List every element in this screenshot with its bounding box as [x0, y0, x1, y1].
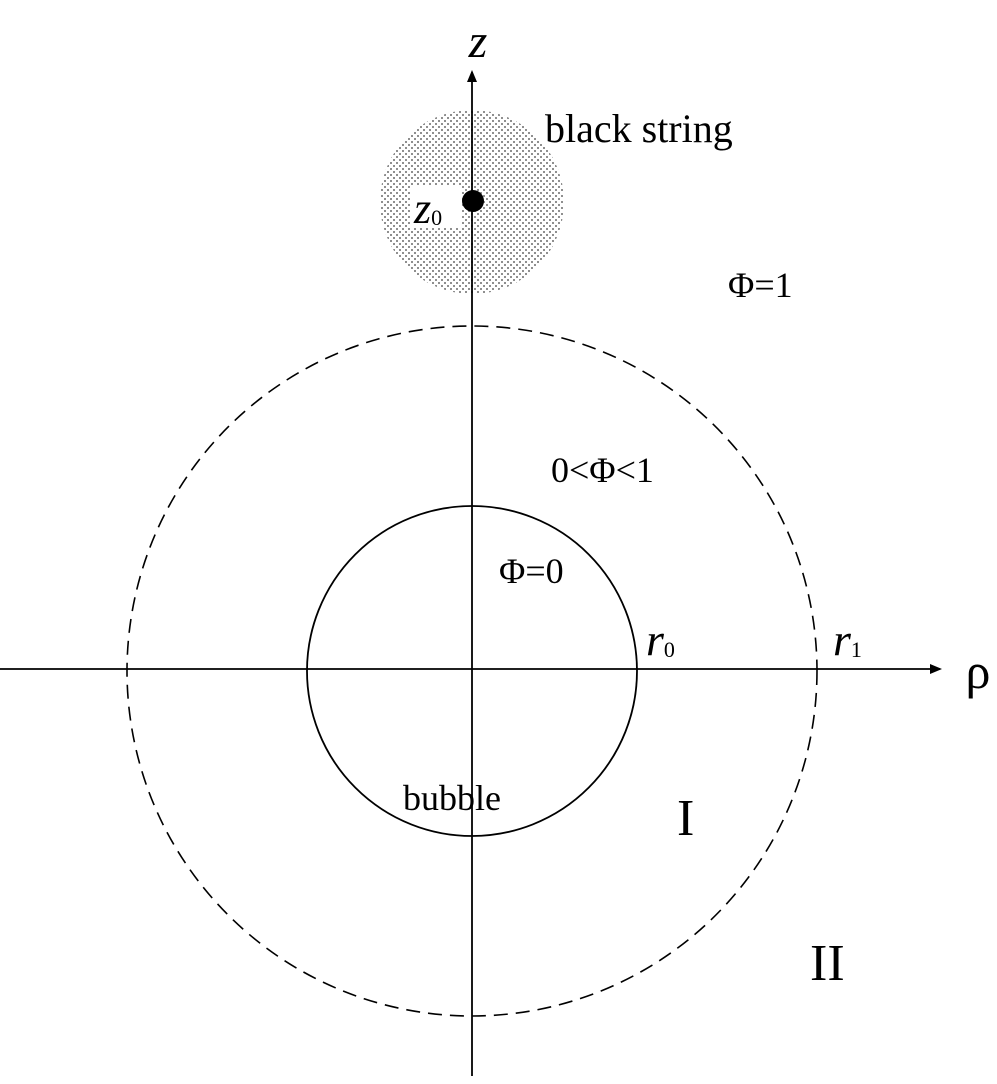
region-two-label: II	[810, 935, 845, 992]
z0-label: z0	[413, 184, 442, 233]
r1-label: r1	[833, 614, 862, 665]
z0-label-main: z	[413, 184, 431, 233]
shell-phi-label: 0<Φ<1	[551, 450, 654, 490]
r0-label-main: r	[646, 614, 665, 665]
black-string-point	[462, 190, 484, 212]
r1-label-sub: 1	[851, 637, 862, 662]
z0-label-sub: 0	[431, 205, 442, 230]
r0-label-sub: 0	[664, 637, 675, 662]
r1-label-main: r	[833, 614, 852, 665]
region-one-label: I	[677, 790, 694, 847]
outer-phi-label: Φ=1	[728, 265, 793, 305]
r0-label: r0	[646, 614, 675, 665]
bubble-label: bubble	[403, 778, 501, 818]
inner-phi-label: Φ=0	[499, 551, 564, 591]
z-axis-label: z	[468, 15, 488, 68]
rho-axis-label: ρ	[966, 643, 991, 699]
black-string-label: black string	[545, 106, 733, 151]
z0-label-background	[410, 185, 462, 227]
